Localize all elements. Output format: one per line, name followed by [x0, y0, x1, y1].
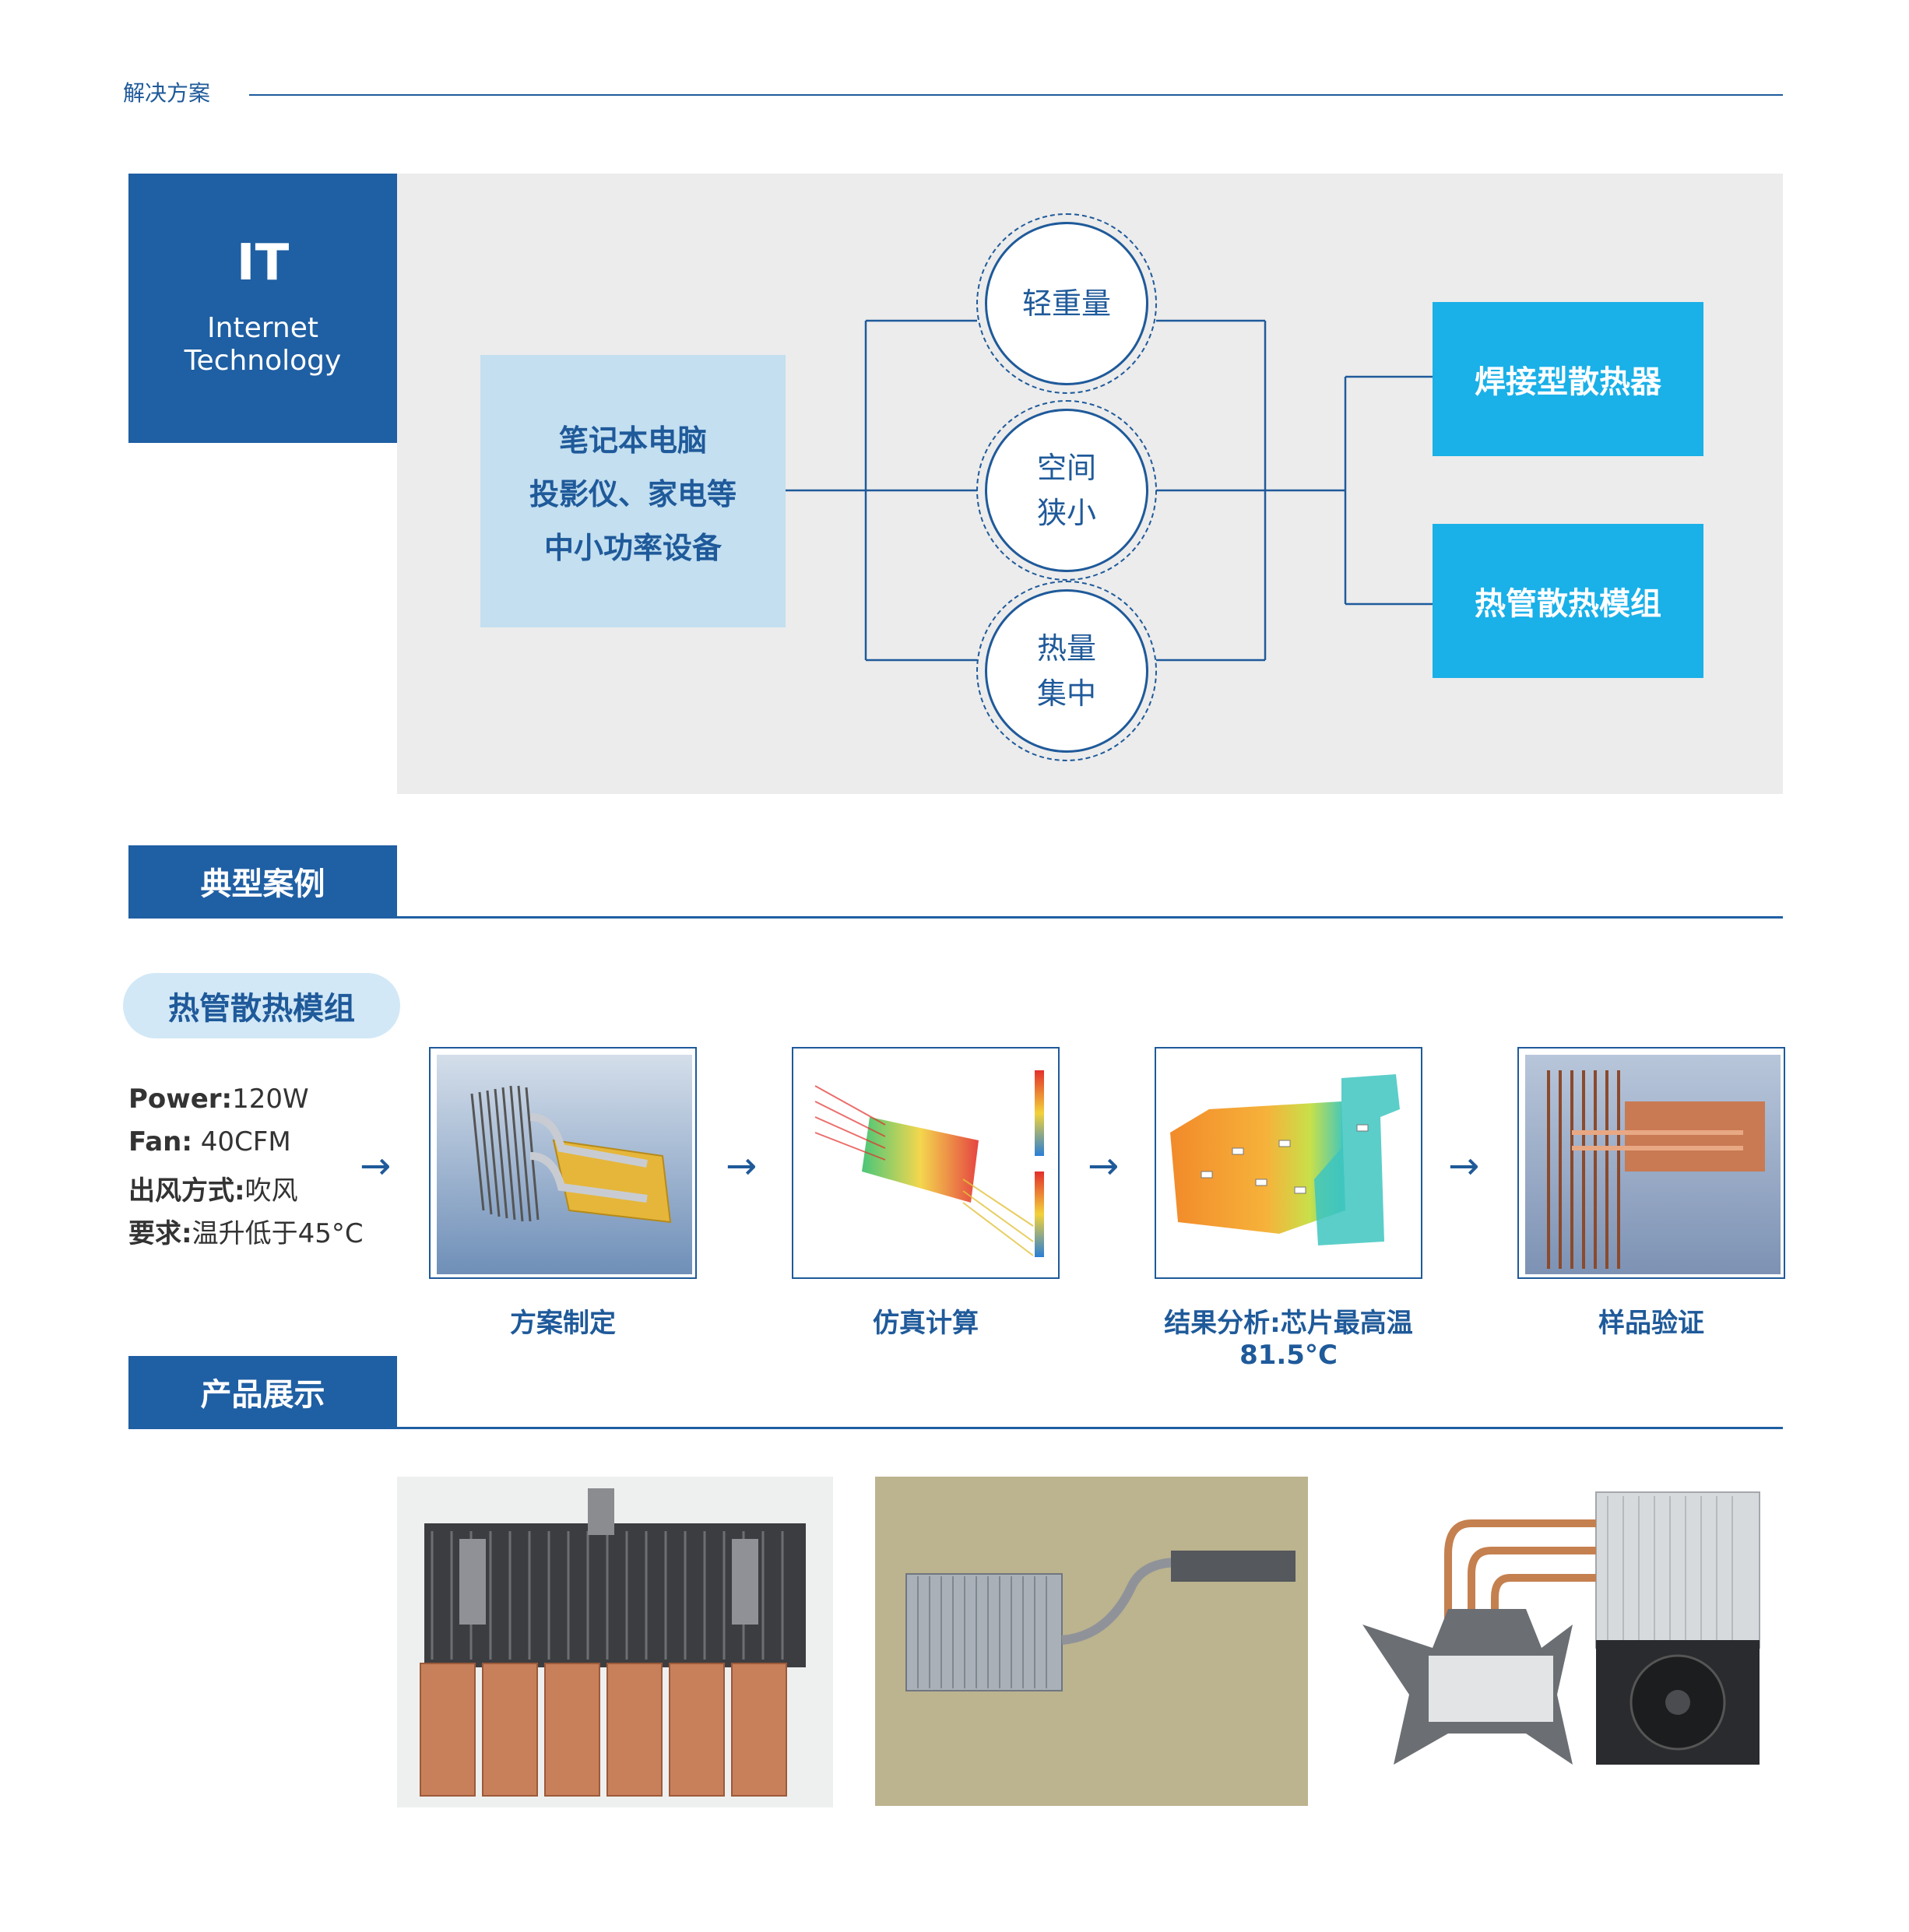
spec-value: 120W: [232, 1084, 309, 1115]
product-photo-copper-heatsink: [397, 1477, 833, 1807]
spec-key: 出风方式:: [128, 1175, 245, 1207]
challenge-text: 空间: [1036, 451, 1096, 485]
step-label-result: 结果分析:芯片最高温81.5°C: [1164, 1308, 1413, 1371]
device-line2: 投影仪、家电等: [529, 476, 737, 511]
device-line3: 中小功率设备: [543, 530, 722, 565]
step-label-simulation: 仿真计算: [873, 1308, 979, 1339]
device-line1: 笔记本电脑: [558, 423, 707, 458]
step-image-simulation: [792, 1047, 1060, 1279]
sample-photo-illustration: [1525, 1055, 1781, 1274]
it-subtitle-line2: Technology: [184, 345, 342, 377]
spec-power: Power:120W: [128, 1084, 309, 1115]
spec-value: 40CFM: [192, 1126, 291, 1157]
arrow-icon: →: [1088, 1144, 1120, 1188]
simulation-illustration: [800, 1055, 1055, 1274]
section-header-label: 解决方案: [123, 80, 211, 106]
step-label-design: 方案制定: [510, 1308, 616, 1339]
arrow-icon: →: [360, 1144, 392, 1188]
challenge-text: 轻重量: [1021, 286, 1111, 321]
challenge-circle-weight: 轻重量: [976, 213, 1157, 394]
arrow-icon: →: [1448, 1144, 1480, 1188]
spec-key: Power:: [128, 1084, 233, 1115]
spec-requirement: 要求:温升低于45°C: [128, 1212, 364, 1250]
spec-fan: Fan: 40CFM: [128, 1126, 291, 1157]
step-label-sample: 样品验证: [1598, 1308, 1704, 1339]
design-render-illustration: [437, 1055, 692, 1274]
spec-key: Fan:: [128, 1126, 192, 1157]
case-module-title: 热管散热模组: [123, 973, 400, 1038]
section-tab-products: 产品展示: [128, 1356, 397, 1428]
solution-heatpipe-module: 热管散热模组: [1433, 524, 1703, 678]
it-subtitle-line1: Internet: [207, 312, 318, 344]
challenge-circle-space: 空间 狭小: [976, 400, 1157, 581]
arrow-icon: →: [726, 1144, 758, 1188]
step-image-sample: [1517, 1047, 1785, 1279]
section-divider-cases: [128, 916, 1783, 919]
device-category-box: 笔记本电脑 投影仪、家电等 中小功率设备: [480, 355, 786, 627]
product-photo-heatpipe-fin: [875, 1477, 1308, 1806]
step-image-design: [429, 1047, 697, 1279]
challenge-text: 集中: [1036, 676, 1096, 711]
spec-key: 要求:: [128, 1218, 192, 1249]
it-title: IT: [236, 234, 290, 292]
it-category-box: IT Internet Technology: [128, 174, 397, 443]
header-divider: [249, 94, 1783, 96]
spec-value: 吹风: [244, 1175, 298, 1207]
spec-value: 温升低于45°C: [192, 1218, 364, 1249]
step-image-result: [1155, 1047, 1422, 1279]
section-tab-cases: 典型案例: [128, 845, 397, 917]
spec-airflow: 出风方式:吹风: [128, 1169, 298, 1207]
challenge-text: 狭小: [1036, 496, 1096, 530]
challenge-circle-heat: 热量 集中: [976, 581, 1157, 761]
solution-welded-heatsink: 焊接型散热器: [1433, 302, 1703, 456]
product-photo-heatpipe-fan-module: [1347, 1477, 1783, 1804]
challenge-text: 热量: [1036, 631, 1096, 666]
section-divider-products: [128, 1427, 1783, 1429]
thermal-result-illustration: [1162, 1055, 1418, 1274]
